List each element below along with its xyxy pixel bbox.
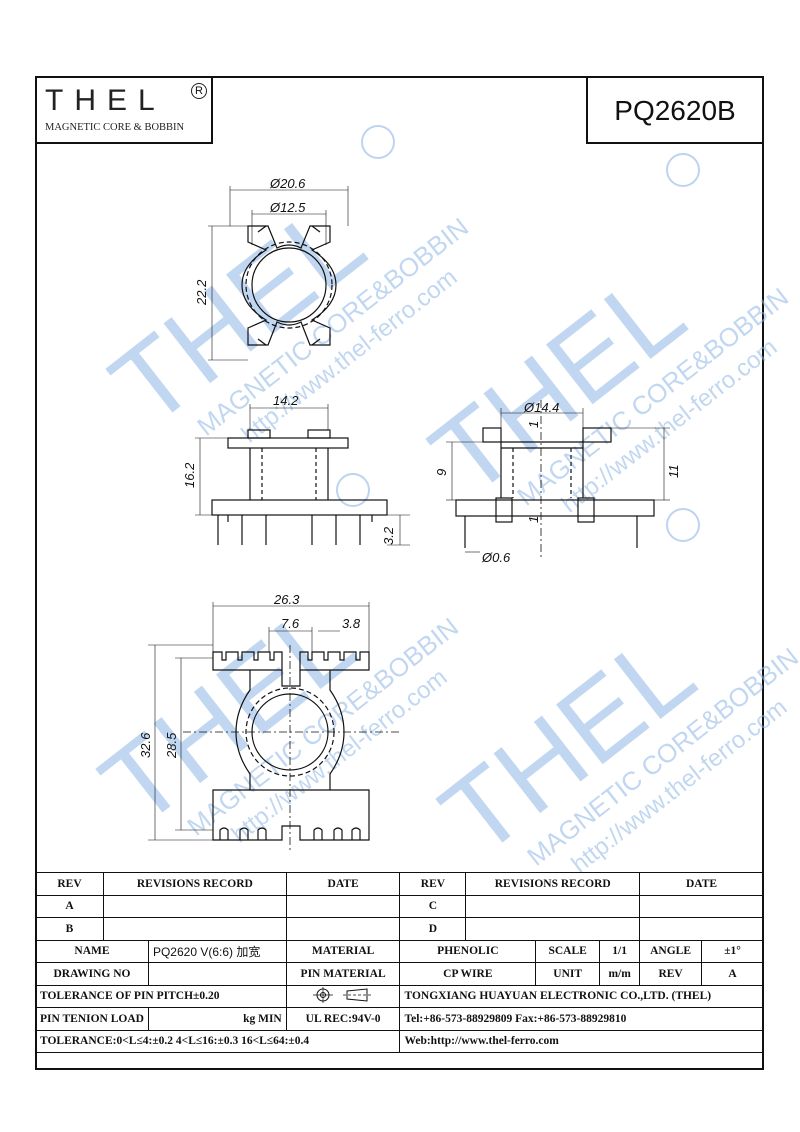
rev-header-2: REV bbox=[399, 872, 467, 896]
revisions-header: REVISIONS RECORD bbox=[102, 872, 287, 896]
part-number-box: PQ2620B bbox=[586, 76, 764, 144]
bottom-width-dim: 26.3 bbox=[273, 592, 300, 607]
drawing-frame bbox=[35, 76, 764, 1070]
rev-c: C bbox=[399, 894, 467, 918]
rev-d: D bbox=[399, 917, 467, 941]
drawing-no-label: DRAWING NO bbox=[35, 962, 149, 986]
tel-fax: Tel:+86-573-88929809 Fax:+86-573-8892981… bbox=[399, 1007, 764, 1031]
revisions-header-2: REVISIONS RECORD bbox=[465, 872, 641, 896]
top-view bbox=[208, 186, 349, 361]
part-number: PQ2620B bbox=[614, 95, 736, 126]
bottom-height-inner-dim: 28.5 bbox=[164, 732, 179, 759]
ul-rec: UL REC:94V-0 bbox=[285, 1007, 401, 1031]
front-view bbox=[195, 404, 410, 546]
rev-value: A bbox=[701, 962, 764, 986]
watermark: THEL MAGNETIC CORE&BOBBIN http://www.the… bbox=[79, 125, 800, 879]
bottom-pitch-dim: 7.6 bbox=[281, 616, 300, 631]
side-dia-dim: Ø14.4 bbox=[523, 400, 559, 415]
angle-label: ANGLE bbox=[639, 939, 703, 963]
bottom-height-outer-dim: 32.6 bbox=[138, 732, 153, 758]
front-height-dim: 16.2 bbox=[182, 462, 197, 488]
projection-symbol-icon bbox=[285, 984, 401, 1008]
pin-length-dim: 3.2 bbox=[381, 526, 396, 545]
side-flange-dim-b: 1 bbox=[526, 516, 541, 523]
logo: THEL R MAGNETIC CORE & BOBBIN bbox=[35, 76, 213, 144]
bottom-view bbox=[148, 602, 400, 852]
date-header: DATE bbox=[285, 872, 401, 896]
material-label: MATERIAL bbox=[285, 939, 401, 963]
name-label: NAME bbox=[35, 939, 149, 963]
top-outer-dia-dim: Ø20.6 bbox=[269, 176, 306, 191]
drawing-no-value bbox=[147, 962, 287, 986]
logo-subtitle: MAGNETIC CORE & BOBBIN bbox=[45, 122, 185, 133]
name-value: PQ2620 V(6:6) 加宽 bbox=[147, 939, 287, 963]
rev-header: REV bbox=[35, 872, 104, 896]
side-flange-dim-a: 1 bbox=[526, 421, 541, 428]
tolerance: TOLERANCE:0<L≤4:±0.2 4<L≤16:±0.3 16<L≤64… bbox=[34, 1029, 401, 1053]
unit-value: m/m bbox=[599, 962, 641, 986]
rev-a: A bbox=[35, 894, 104, 918]
date-header-2: DATE bbox=[639, 872, 764, 896]
side-height-11-dim: 11 bbox=[666, 465, 681, 479]
pin-material-value: CP WIRE bbox=[399, 962, 537, 986]
tolerance-pitch: TOLERANCE OF PIN PITCH±0.20 bbox=[35, 984, 287, 1008]
logo-word: THEL bbox=[45, 84, 166, 117]
pin-material-label: PIN MATERIAL bbox=[285, 962, 401, 986]
scale-value: 1/1 bbox=[599, 939, 641, 963]
pin-dia-dim: Ø0.6 bbox=[481, 550, 511, 565]
front-width-dim: 14.2 bbox=[273, 393, 299, 408]
side-height-9-dim: 9 bbox=[434, 469, 449, 476]
kg-min-label: kg MIN bbox=[147, 1007, 287, 1031]
rev-label: REV bbox=[639, 962, 703, 986]
company-name: TONGXIANG HUAYUAN ELECTRONIC CO.,LTD. (T… bbox=[399, 984, 764, 1008]
unit-label: UNIT bbox=[535, 962, 601, 986]
registered-mark-icon: R bbox=[191, 83, 207, 99]
scale-label: SCALE bbox=[535, 939, 601, 963]
material-value: PHENOLIC bbox=[399, 939, 537, 963]
side-view bbox=[446, 400, 670, 560]
angle-value: ±1° bbox=[701, 939, 764, 963]
website: Web:http://www.thel-ferro.com bbox=[399, 1029, 764, 1053]
bottom-pitch-small-dim: 3.8 bbox=[342, 616, 361, 631]
rev-b: B bbox=[35, 917, 104, 941]
title-block: REV REVISIONS RECORD DATE REV REVISIONS … bbox=[34, 872, 764, 1053]
top-height-dim: 22.2 bbox=[194, 279, 209, 306]
top-inner-dia-dim: Ø12.5 bbox=[269, 200, 306, 215]
pin-tension-label: PIN TENION LOAD bbox=[35, 1007, 149, 1031]
